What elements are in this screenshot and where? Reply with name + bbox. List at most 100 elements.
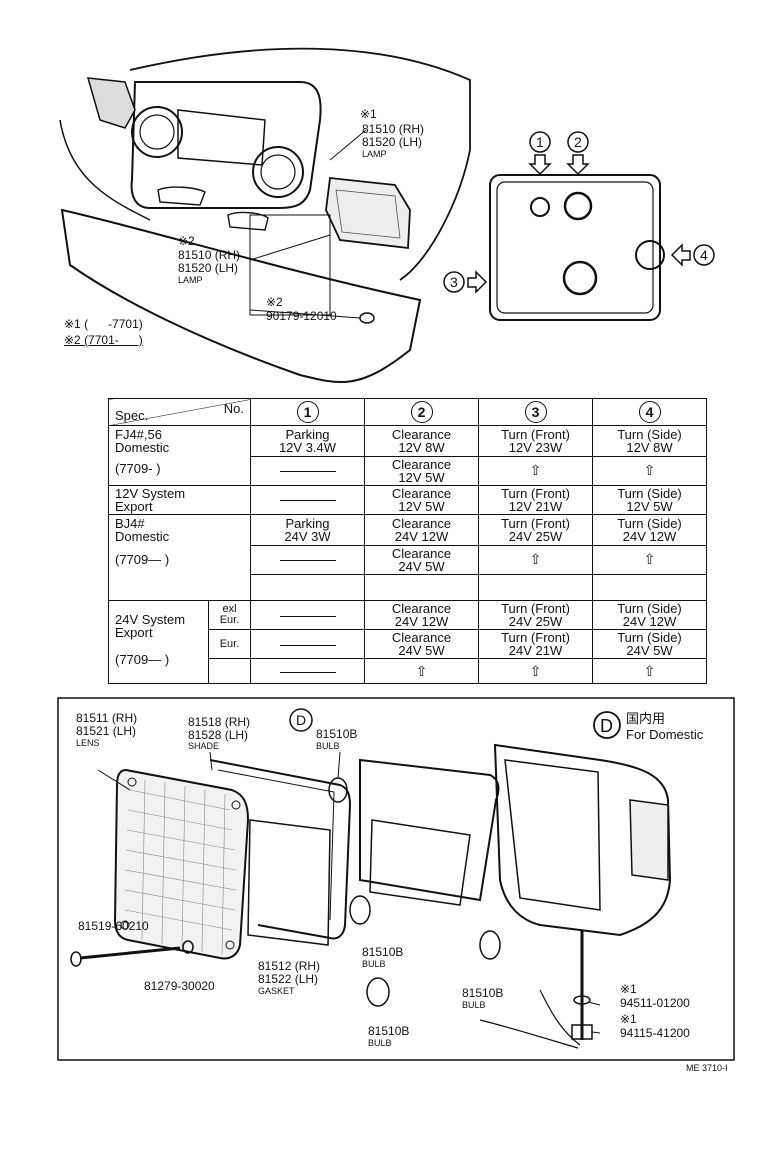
cell: Clearance 12V 5W: [364, 455, 479, 486]
nut2-part: 94115-41200: [620, 1026, 690, 1040]
cell: Turn (Front) 24V 25W: [478, 513, 593, 546]
screw-part: 81519-60210: [78, 919, 149, 933]
bulb-mid-name: BULB: [362, 959, 386, 969]
cell: Parking 24V 3W: [250, 513, 365, 546]
table-row: BJ4#Domestic(7709— ) Parking 24V 3W Clea…: [108, 513, 707, 602]
gasket-name: GASKET: [258, 986, 295, 996]
gasket-part-rh: 81512 (RH): [258, 959, 321, 973]
position-4-label: 4: [700, 247, 708, 263]
bolt-note: ※2: [266, 295, 283, 309]
cell: Turn (Side) 12V 5W: [592, 484, 707, 515]
cell: ⇧: [364, 658, 479, 684]
lens-name: LENS: [76, 738, 100, 748]
cell: Clearance 24V 5W: [364, 629, 479, 660]
cell: Turn (Side) 12V 8W: [592, 424, 707, 457]
cell: Turn (Side) 24V 5W: [592, 629, 707, 660]
bulb-low-part: 81510B: [368, 1024, 410, 1038]
header-col-2: 2: [364, 398, 479, 426]
cell: Clearance 12V 8W: [364, 424, 479, 457]
option-eur: Eur.: [208, 629, 251, 660]
shade-name: SHADE: [188, 741, 220, 751]
table-row: Clearance 12V 5W ⇧ ⇧: [109, 455, 707, 486]
cell: [250, 455, 365, 486]
cell: Turn (Front) 12V 23W: [478, 424, 593, 457]
bulb-right-part: 81510B: [462, 986, 504, 1000]
cell: ⇧: [478, 658, 593, 684]
cell: Turn (Front) 12V 21W: [478, 484, 593, 515]
lens-part-rh: 81511 (RH): [76, 711, 138, 725]
lamp-left-part-rh: 81510 (RH): [178, 248, 241, 262]
nut1-part: 94511-01200: [620, 996, 690, 1010]
cell: [250, 658, 365, 684]
cell: ⇧: [592, 658, 707, 684]
cell: ⇧: [478, 544, 593, 575]
table-row: Eur. Clearance 24V 5W Turn (Front) 24V 2…: [109, 629, 707, 660]
position-1-label: 1: [536, 134, 544, 150]
cell: [250, 600, 365, 631]
cell: ⇧: [592, 544, 707, 575]
option-exl-eur: exl Eur.: [208, 600, 251, 631]
shade-part-lh: 81528 (LH): [188, 728, 249, 742]
cell: ⇧: [592, 455, 707, 486]
cell: Turn (Side) 24V 12W: [592, 600, 707, 631]
header-col-3: 3: [478, 398, 593, 426]
bulb-top-part: 81510B: [316, 727, 358, 741]
nut2-note: ※1: [620, 1012, 637, 1026]
lamp-right-name: LAMP: [362, 149, 387, 159]
cell: Turn (Front) 24V 21W: [478, 629, 593, 660]
washer-part: 81279-30020: [144, 979, 215, 993]
bulb-mid-part: 81510B: [362, 945, 404, 959]
table-row: ⇧ ⇧ ⇧: [109, 658, 707, 684]
cell: Turn (Front) 24V 25W: [478, 600, 593, 631]
lamp-right-part-rh: 81510 (RH): [362, 122, 425, 136]
nut1-note: ※1: [620, 982, 637, 996]
domestic-jp: 国内用: [626, 711, 666, 726]
cell: Clearance 24V 5W: [364, 544, 479, 575]
cell: Parking 12V 3.4W: [250, 424, 365, 457]
lamp-left-name: LAMP: [178, 275, 203, 285]
domestic-en: For Domestic: [626, 727, 704, 742]
lamp-left-note: ※2: [178, 234, 195, 248]
cell: [250, 573, 365, 602]
header-col-1: 1: [250, 398, 365, 426]
header-spec: Spec.: [115, 407, 149, 423]
cell: Turn (Side) 24V 12W: [592, 513, 707, 546]
lens-part-lh: 81521 (LH): [76, 724, 137, 738]
cell: Clearance 24V 12W: [364, 600, 479, 631]
lamp-right-note: ※1: [360, 107, 377, 121]
footnote-2: ※2 (7701- ): [64, 333, 143, 347]
domestic-mark-small: D: [296, 712, 307, 728]
cell: [250, 484, 365, 515]
header-spec-no: Spec. No.: [108, 398, 251, 426]
lamp-left-part-lh: 81520 (LH): [178, 261, 239, 275]
bulb-low-name: BULB: [368, 1038, 392, 1048]
table-row: [109, 573, 707, 602]
table-row: Clearance 24V 5W ⇧ ⇧: [109, 544, 707, 575]
header-no: No.: [223, 401, 244, 416]
bulb-right-name: BULB: [462, 1000, 486, 1010]
cell: ⇧: [478, 455, 593, 486]
footnote-1: ※1 ( -7701): [64, 317, 143, 331]
cell: [478, 573, 593, 602]
reference-code: ME 3710-I: [686, 1063, 728, 1073]
header-col-4: 4: [592, 398, 707, 426]
gasket-part-lh: 81522 (LH): [258, 972, 319, 986]
lamp-right-part-lh: 81520 (LH): [362, 135, 423, 149]
position-3-label: 3: [450, 274, 458, 290]
bolt-part: 90179-12010: [266, 309, 337, 323]
bulb-top-name: BULB: [316, 741, 340, 751]
cell: Clearance 24V 12W: [364, 513, 479, 546]
cell: [250, 544, 365, 575]
shade-part-rh: 81518 (RH): [188, 715, 251, 729]
table-header-row: Spec. No. 1 2 3 4: [108, 398, 707, 426]
position-2-label: 2: [574, 134, 582, 150]
cell: Clearance 12V 5W: [364, 484, 479, 515]
